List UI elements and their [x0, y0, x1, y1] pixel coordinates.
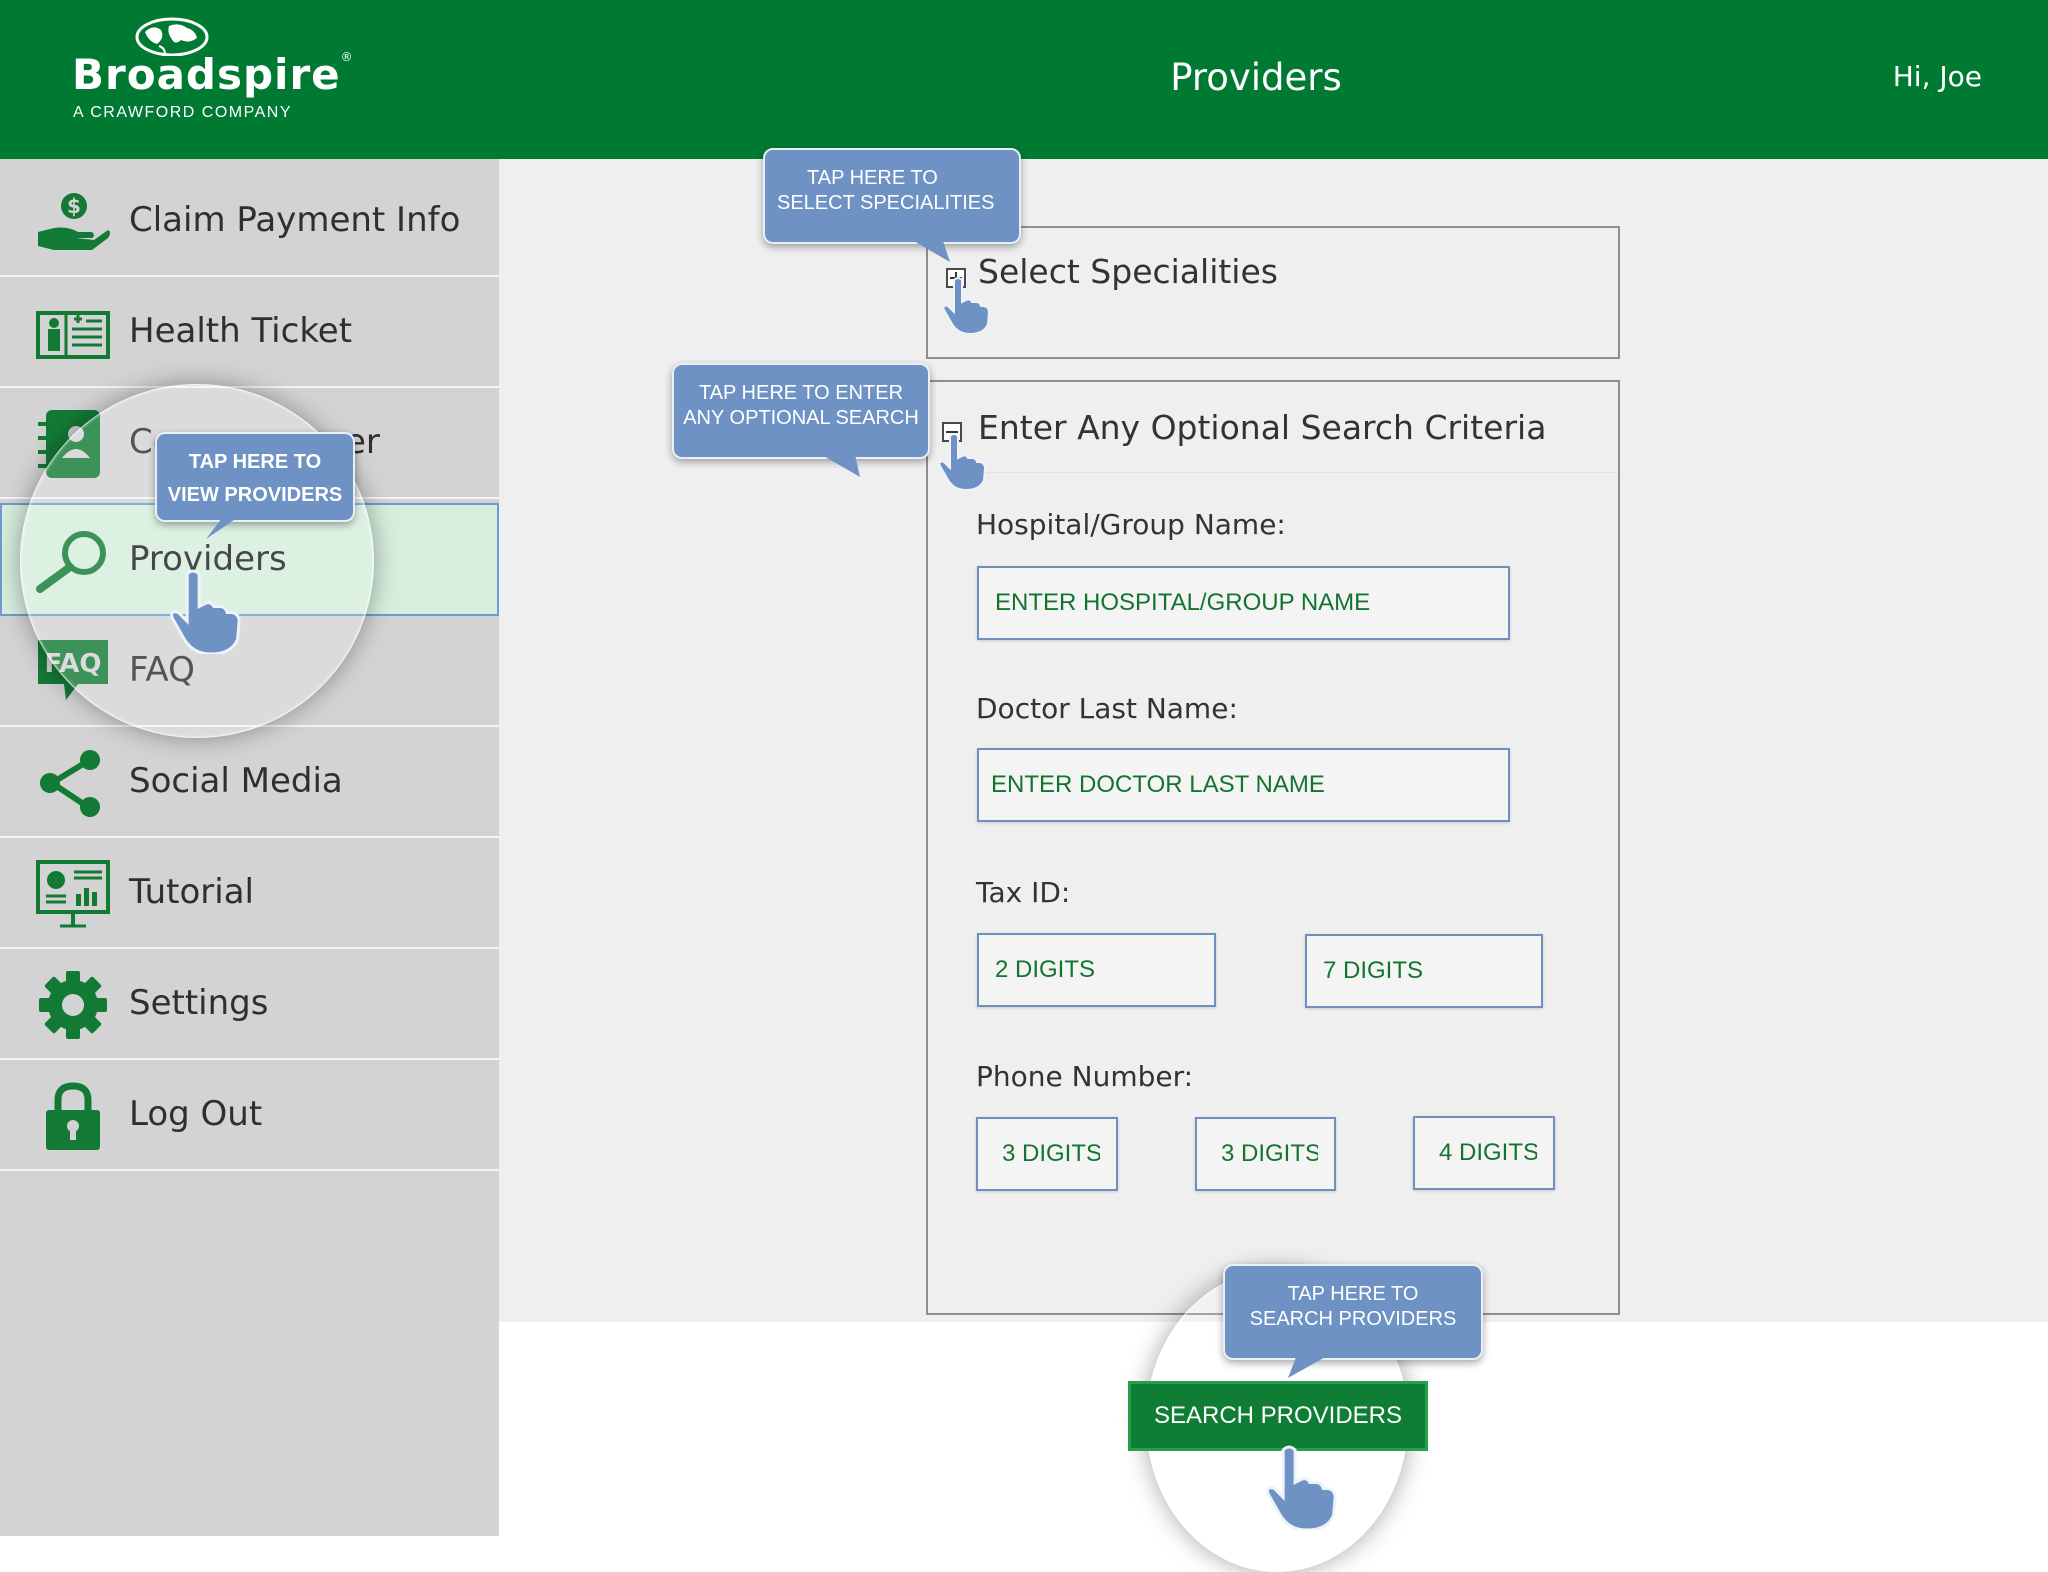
tax-id-label: Tax ID:: [976, 876, 1071, 909]
providers-callout: TAP HERE TO VIEW PROVIDERS: [155, 432, 355, 522]
sidebar-item-social-media[interactable]: Social Media: [0, 727, 499, 838]
callout-line: TAP HERE TO: [1287, 1283, 1419, 1305]
callout-tail: [206, 505, 256, 539]
search-callout: TAP HERE TO SEARCH PROVIDERS: [1223, 1264, 1483, 1360]
phone-label: Phone Number:: [976, 1060, 1194, 1093]
page-title: Providers: [1170, 56, 1342, 99]
tax-id-2-digits-input[interactable]: [977, 933, 1216, 1007]
brand-name: Broadspire®: [72, 50, 354, 99]
sidebar-item-label: Health Ticket: [129, 311, 353, 351]
doctor-last-name-input[interactable]: [977, 748, 1510, 822]
hospital-name-input[interactable]: [977, 566, 1510, 640]
callout-line: ANY OPTIONAL SEARCH: [683, 407, 919, 429]
sidebar-item-label: Social Media: [129, 761, 343, 801]
sidebar-item-label: Settings: [129, 983, 269, 1023]
doctor-label: Doctor Last Name:: [976, 692, 1238, 725]
tax-id-7-digits-input[interactable]: [1305, 934, 1543, 1008]
app-header: Broadspire® A CRAWFORD COMPANY Providers…: [0, 0, 2048, 159]
lock-icon: [46, 1082, 100, 1150]
callout-tail: [798, 441, 860, 477]
callout-line: SEARCH PROVIDERS: [1249, 1308, 1457, 1330]
criteria-callout: TAP HERE TO ENTER ANY OPTIONAL SEARCH: [672, 363, 930, 459]
phone-line-input[interactable]: [1413, 1116, 1555, 1190]
specialities-panel: Select Specialities: [926, 226, 1620, 359]
gear-icon: [39, 971, 107, 1039]
callout-tail: [1288, 1342, 1352, 1378]
sidebar-item-label: Claim Payment Info: [129, 200, 461, 240]
sidebar: $ Claim Payment Info Health Ticket Co er: [0, 159, 499, 1536]
minus-icon: [946, 431, 958, 433]
specialities-title[interactable]: Select Specialities: [978, 252, 1278, 291]
sidebar-item-tutorial[interactable]: Tutorial: [0, 838, 499, 949]
search-providers-button[interactable]: SEARCH PROVIDERS: [1128, 1381, 1428, 1451]
callout-tail: [888, 226, 950, 262]
divider: [948, 472, 1618, 473]
sidebar-item-claim-payment-info[interactable]: $ Claim Payment Info: [0, 166, 499, 277]
criteria-title[interactable]: Enter Any Optional Search Criteria: [978, 408, 1547, 447]
brand-subtitle: A CRAWFORD COMPANY: [73, 104, 293, 121]
pointer-hand-icon: [170, 569, 241, 654]
hospital-label: Hospital/Group Name:: [976, 508, 1286, 541]
user-greeting[interactable]: Hi, Joe: [1892, 60, 1982, 93]
phone-area-code-input[interactable]: [976, 1117, 1118, 1191]
sidebar-item-settings[interactable]: Settings: [0, 949, 499, 1060]
health-ticket-icon: [36, 311, 110, 359]
phone-prefix-input[interactable]: [1195, 1117, 1336, 1191]
callout-line: TAP HERE TO: [807, 167, 938, 189]
callout-line: SELECT SPECIALITIES: [777, 192, 995, 214]
presentation-icon: [36, 860, 110, 928]
sidebar-item-label: Log Out: [129, 1094, 263, 1134]
share-icon: [40, 750, 100, 817]
sidebar-item-label: Tutorial: [129, 872, 254, 912]
pointer-hand-icon: [942, 277, 991, 334]
svg-text:$: $: [67, 194, 81, 218]
broadspire-logo: Broadspire® A CRAWFORD COMPANY: [70, 16, 353, 126]
pointer-hand-icon: [938, 433, 987, 490]
sidebar-item-log-out[interactable]: Log Out: [0, 1060, 499, 1171]
callout-line: TAP HERE TO: [188, 451, 322, 473]
pointer-hand-icon: [1266, 1445, 1337, 1530]
globe-icon: [135, 17, 209, 56]
callout-line: TAP HERE TO ENTER: [698, 382, 904, 404]
sidebar-item-health-ticket[interactable]: Health Ticket: [0, 277, 499, 388]
hand-money-icon: $: [38, 193, 110, 250]
callout-line: VIEW PROVIDERS: [167, 484, 343, 506]
